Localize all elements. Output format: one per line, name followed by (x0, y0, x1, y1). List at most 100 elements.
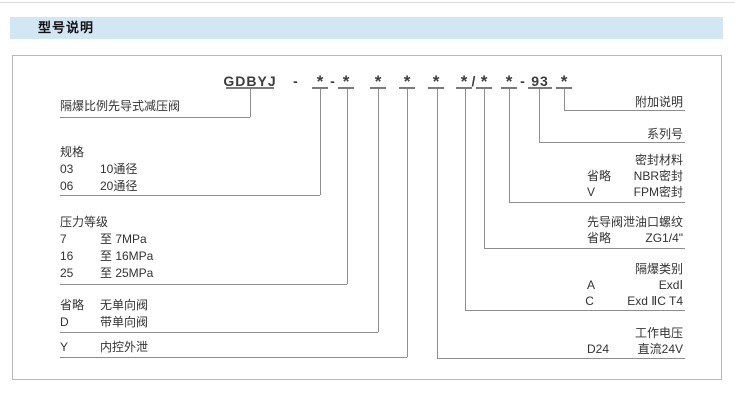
option-code: A (587, 278, 596, 292)
exproof-class-title: 隔爆类别 (634, 262, 683, 276)
vline-to-pressure (347, 89, 348, 284)
hline-seal (509, 202, 685, 203)
vline-to-note (564, 89, 565, 110)
hline-drain-type (60, 357, 407, 358)
option-row: 03 10通径 (60, 161, 137, 178)
code-slash: / (471, 73, 477, 89)
top-rule (0, 2, 735, 3)
drain-type-section: Y 内控外泄 (60, 339, 148, 356)
option-code: 省略 (587, 169, 612, 183)
option-row: C Exd ⅡC T4 (585, 293, 683, 309)
code-star-seal: * (505, 72, 513, 91)
option-code: Y (60, 340, 69, 354)
option-code: 03 (60, 162, 74, 176)
option-desc: 无单向阀 (100, 298, 149, 312)
option-desc: ZG1/4" (645, 231, 683, 245)
vline-to-exproof-class (465, 89, 466, 310)
pressure-section: 压力等级 7 至 7MPa 16 至 16MPa 25 至 25MPa (60, 214, 153, 282)
model-code-diagram-box (12, 55, 722, 380)
option-desc: 直流24V (637, 342, 683, 356)
option-desc: FPM密封 (633, 185, 683, 199)
option-row: Y 内控外泄 (60, 339, 148, 356)
code-star-note: * (560, 72, 568, 91)
hline-voltage (437, 358, 685, 359)
tick-exproof-class (456, 87, 472, 89)
code-series-number: 93 (531, 73, 549, 89)
option-row: A ExdⅠ (585, 277, 683, 293)
hline-size (60, 195, 320, 196)
hline-pilot-thread (484, 248, 685, 249)
option-row: 7 至 7MPa (60, 231, 153, 248)
seal-section: 密封材料 省略 NBR密封 V FPM密封 (587, 152, 683, 200)
option-desc: 20通径 (100, 179, 138, 193)
tick-series (528, 87, 552, 89)
option-code: D24 (587, 342, 610, 356)
series-section: 系列号 (647, 126, 683, 142)
option-code: 06 (60, 179, 74, 193)
option-row: 16 至 16MPa (60, 248, 153, 265)
size-title: 规格 (60, 145, 85, 159)
pressure-title: 压力等级 (60, 215, 109, 229)
hline-series (539, 142, 685, 143)
voltage-section: 工作电压 D24 直流24V (587, 325, 683, 357)
section-header-title: 型号说明 (38, 20, 95, 35)
option-row: 省略 ZG1/4" (587, 230, 683, 246)
tick-pressure (338, 87, 354, 89)
vline-to-check-valve (378, 89, 379, 332)
valve-name-label: 隔爆比例先导式减压阀 (60, 99, 181, 113)
vline-to-seal (509, 89, 510, 202)
option-desc: Exd ⅡC T4 (627, 294, 683, 308)
note-section: 附加说明 (635, 94, 683, 110)
code-dash: - (520, 73, 526, 89)
option-code: 16 (60, 249, 74, 263)
tick-voltage (428, 87, 444, 89)
option-desc: NBR密封 (633, 169, 683, 183)
vline-to-size (320, 89, 321, 195)
option-row: 25 至 25MPa (60, 265, 153, 282)
tick-pilot-thread (476, 87, 492, 89)
hline-check-valve (60, 332, 378, 333)
pilot-thread-section: 先导阀泄油口螺纹 省略 ZG1/4" (587, 214, 683, 246)
vline-to-pilot-thread (484, 89, 485, 248)
tick-size (312, 87, 328, 89)
option-row: V FPM密封 (587, 184, 683, 200)
option-desc: 至 16MPa (100, 249, 154, 263)
code-star-exproof-class: * (460, 72, 468, 91)
option-code: D (60, 315, 69, 329)
code-star-voltage: * (432, 72, 440, 91)
option-desc: 带单向阀 (100, 315, 149, 329)
option-desc: 内控外泄 (100, 340, 149, 354)
option-code: V (587, 185, 596, 199)
tick-seal (501, 87, 517, 89)
code-star-check-valve: * (374, 72, 382, 91)
option-desc: 至 25MPa (100, 266, 154, 280)
hline-valve-name (60, 117, 250, 118)
option-row: 06 20通径 (60, 178, 137, 195)
code-star-size: * (316, 72, 324, 91)
option-row: 省略 NBR密封 (587, 168, 683, 184)
tick-prefix (226, 87, 274, 89)
vline-to-voltage (437, 89, 438, 358)
check-valve-section: 省略 无单向阀 D 带单向阀 (60, 297, 148, 331)
code-star-pressure: * (342, 72, 350, 91)
hline-pressure (60, 284, 347, 285)
code-star-drain-type: * (403, 72, 411, 91)
option-code: 7 (60, 232, 67, 246)
vline-to-valve-name (250, 89, 251, 117)
size-section: 规格 03 10通径 06 20通径 (60, 144, 137, 195)
pilot-thread-title: 先导阀泄油口螺纹 (586, 215, 683, 229)
option-row: D24 直流24V (587, 341, 683, 357)
option-desc: ExdⅠ (658, 278, 683, 292)
tick-note (556, 87, 572, 89)
option-code: 25 (60, 266, 74, 280)
option-desc: 至 7MPa (100, 232, 147, 246)
code-dash: - (330, 73, 336, 89)
option-code: C (585, 294, 594, 308)
series-title: 系列号 (646, 127, 683, 141)
vline-to-drain-type (407, 89, 408, 357)
hline-exproof-class (465, 310, 685, 311)
note-title: 附加说明 (634, 95, 683, 109)
hline-note (564, 110, 685, 111)
tick-drain-type (399, 87, 415, 89)
code-star-pilot-thread: * (480, 72, 488, 91)
